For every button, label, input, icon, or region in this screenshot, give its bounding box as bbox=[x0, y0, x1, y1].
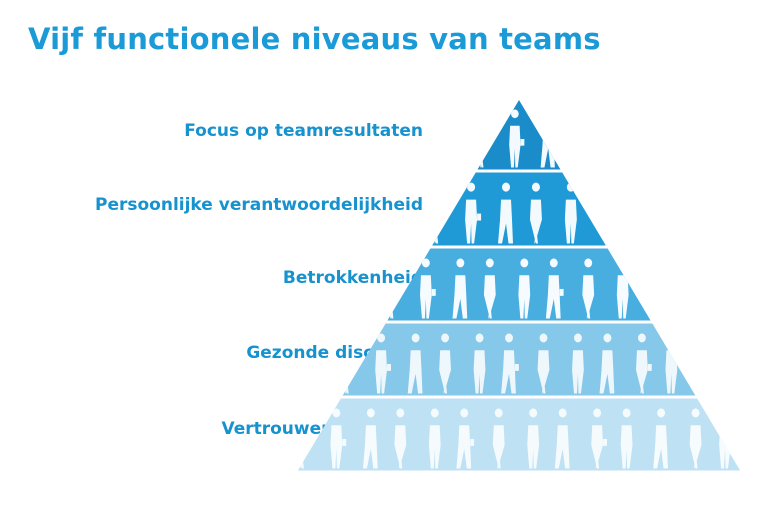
person-silhouette-icon bbox=[452, 258, 468, 319]
person-silhouette-icon bbox=[554, 408, 570, 469]
person-silhouette-icon bbox=[635, 333, 648, 394]
person-silhouette-icon bbox=[419, 258, 432, 319]
person-silhouette-icon bbox=[473, 333, 486, 394]
person-silhouette-icon bbox=[439, 333, 451, 394]
people-silhouettes-discussie bbox=[342, 333, 678, 394]
briefcase-icon bbox=[342, 438, 347, 446]
person-silhouette-icon bbox=[572, 333, 584, 394]
briefcase-icon bbox=[647, 363, 652, 371]
person-silhouette-icon bbox=[620, 408, 633, 469]
briefcase-icon bbox=[730, 438, 735, 446]
person-silhouette-icon bbox=[428, 408, 441, 469]
briefcase-icon bbox=[520, 139, 525, 146]
person-silhouette-icon bbox=[509, 109, 521, 168]
person-silhouette-icon bbox=[456, 408, 472, 469]
person-silhouette-icon bbox=[518, 258, 531, 319]
person-silhouette-icon bbox=[498, 182, 513, 244]
person-silhouette-icon bbox=[362, 408, 378, 469]
briefcase-icon bbox=[477, 213, 482, 221]
person-silhouette-icon bbox=[407, 333, 423, 394]
briefcase-icon bbox=[387, 363, 391, 371]
briefcase-icon bbox=[603, 438, 607, 446]
person-silhouette-icon bbox=[665, 333, 678, 394]
pyramid-tier-verantwoordelijkheid bbox=[432, 172, 606, 246]
level-label-betrokkenheid: Betrokkenheid bbox=[282, 268, 423, 288]
person-silhouette-icon bbox=[394, 408, 407, 469]
person-silhouette-icon bbox=[582, 258, 595, 319]
briefcase-icon bbox=[514, 363, 519, 371]
person-silhouette-icon bbox=[537, 333, 550, 394]
person-silhouette-icon bbox=[330, 408, 343, 469]
person-silhouette-icon bbox=[492, 408, 505, 469]
person-silhouette-icon bbox=[527, 408, 540, 469]
person-silhouette-icon bbox=[529, 182, 542, 244]
person-silhouette-icon bbox=[689, 408, 702, 469]
person-silhouette-icon bbox=[375, 333, 388, 394]
person-silhouette-icon bbox=[591, 408, 604, 469]
briefcase-icon bbox=[559, 288, 564, 296]
person-silhouette-icon bbox=[501, 333, 516, 394]
person-silhouette-icon bbox=[599, 333, 615, 394]
level-label-focus: Focus op teamresultaten bbox=[184, 121, 423, 141]
briefcase-icon bbox=[431, 288, 436, 296]
person-silhouette-icon bbox=[616, 258, 629, 319]
person-silhouette-icon bbox=[653, 408, 668, 469]
person-silhouette-icon bbox=[564, 182, 577, 244]
briefcase-icon bbox=[470, 438, 475, 446]
person-silhouette-icon bbox=[545, 258, 561, 319]
person-silhouette-icon bbox=[483, 258, 496, 319]
person-silhouette-icon bbox=[465, 182, 478, 244]
page-title: Vijf functionele niveaus van teams bbox=[28, 22, 601, 56]
level-label-verantwoordelijkheid: Persoonlijke verantwoordelijkheid bbox=[95, 195, 423, 215]
